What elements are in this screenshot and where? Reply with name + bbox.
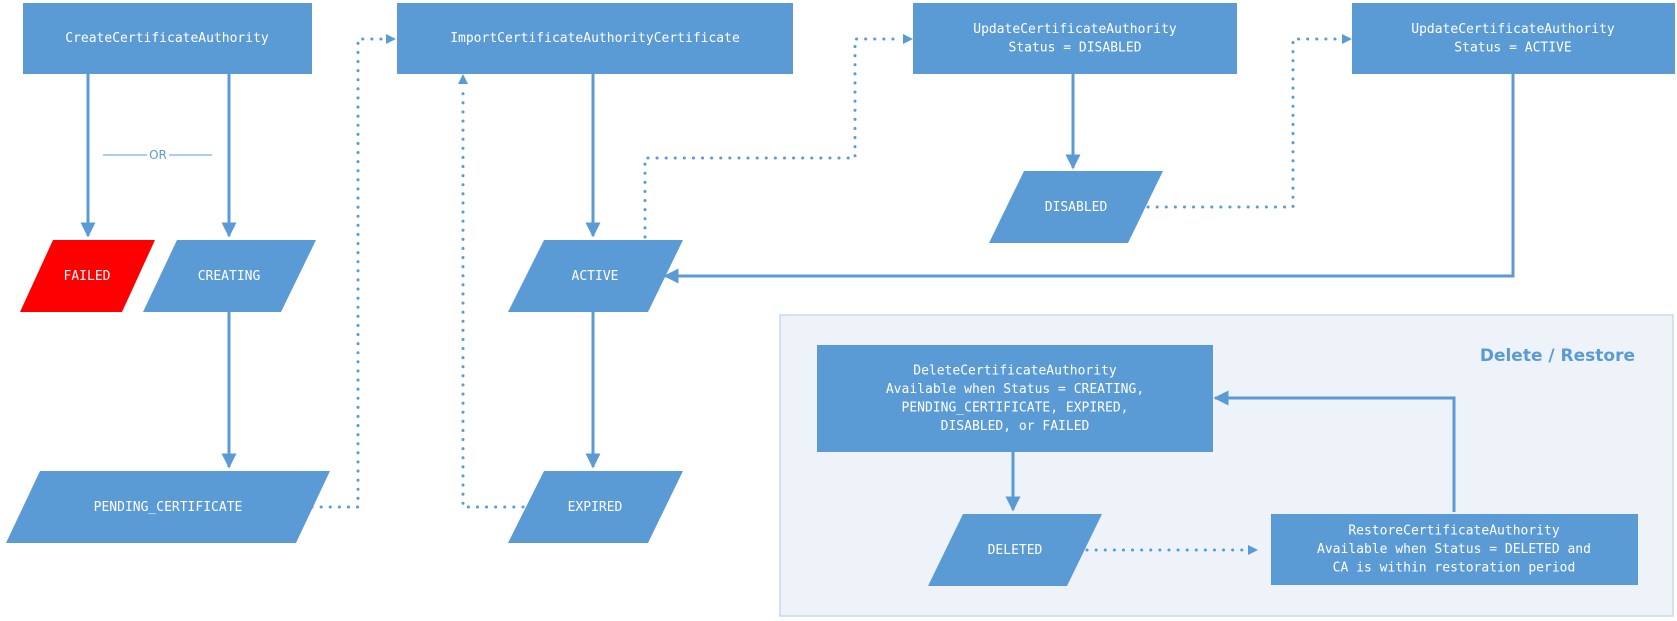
edge-restore-to-delete xyxy=(1213,390,1456,512)
expired-line-0: EXPIRED xyxy=(568,500,623,515)
node-active-label: ACTIVE xyxy=(572,269,619,284)
node-disabled-label: DISABLED xyxy=(1045,200,1108,215)
import-ca-cert-line-0: ImportCertificateAuthorityCertificate xyxy=(450,31,740,46)
delete-restore-group-title: Delete / Restore xyxy=(1480,346,1635,366)
node-import-ca-cert-label: ImportCertificateAuthorityCertificate xyxy=(450,31,740,46)
node-creating: CREATING xyxy=(143,240,316,312)
restore-ca-line-2: CA is within restoration period xyxy=(1333,561,1576,576)
failed-line-0: FAILED xyxy=(64,269,111,284)
edge-expired-to-import xyxy=(461,84,525,509)
disabled-line-0: DISABLED xyxy=(1045,200,1108,215)
node-import-ca-cert: ImportCertificateAuthorityCertificate xyxy=(397,3,793,74)
update-active-line-0: UpdateCertificateAuthority xyxy=(1411,22,1615,37)
node-create-ca-label: CreateCertificateAuthority xyxy=(65,31,269,46)
update-disabled-line-1: Status = DISABLED xyxy=(1008,40,1141,55)
create-ca-line-0: CreateCertificateAuthority xyxy=(65,31,269,46)
node-failed-label: FAILED xyxy=(64,269,111,284)
creating-line-0: CREATING xyxy=(198,269,261,284)
deleted-line-0: DELETED xyxy=(988,543,1043,558)
node-disabled: DISABLED xyxy=(989,171,1163,243)
active-line-0: ACTIVE xyxy=(572,269,619,284)
dotted-connectors xyxy=(310,37,1337,552)
dotted-arrowheads xyxy=(386,34,1352,555)
node-deleted-label: DELETED xyxy=(988,543,1043,558)
restore-ca-line-1: Available when Status = DELETED and xyxy=(1317,542,1591,557)
node-failed: FAILED xyxy=(20,240,155,312)
node-creating-label: CREATING xyxy=(198,269,261,284)
update-disabled-line-0: UpdateCertificateAuthority xyxy=(973,22,1177,37)
solid-connectors xyxy=(80,74,1515,512)
node-create-ca: CreateCertificateAuthority xyxy=(23,3,312,74)
node-active: ACTIVE xyxy=(508,240,683,312)
node-pending-certificate: PENDING_CERTIFICATE xyxy=(6,471,330,543)
restore-ca-line-0: RestoreCertificateAuthority xyxy=(1348,524,1559,539)
or-separator: OR xyxy=(103,148,212,162)
delete-ca-line-1: Available when Status = CREATING, xyxy=(886,382,1144,397)
edge-update-active-to-active xyxy=(663,74,1515,284)
edge-disabled-to-update-active xyxy=(1146,37,1337,209)
node-expired: EXPIRED xyxy=(508,471,683,543)
edge-pending-to-import xyxy=(310,37,389,509)
node-pending-certificate-label: PENDING_CERTIFICATE xyxy=(94,500,243,515)
delete-ca-line-2: PENDING_CERTIFICATE, EXPIRED, xyxy=(902,400,1129,415)
update-active-line-1: Status = ACTIVE xyxy=(1454,40,1571,55)
node-deleted: DELETED xyxy=(928,514,1102,586)
delete-ca-line-0: DeleteCertificateAuthority xyxy=(913,363,1117,378)
or-label: OR xyxy=(149,148,167,162)
node-expired-label: EXPIRED xyxy=(568,500,623,515)
delete-ca-line-3: DISABLED, or FAILED xyxy=(941,419,1090,434)
pending-certificate-line-0: PENDING_CERTIFICATE xyxy=(94,500,243,515)
